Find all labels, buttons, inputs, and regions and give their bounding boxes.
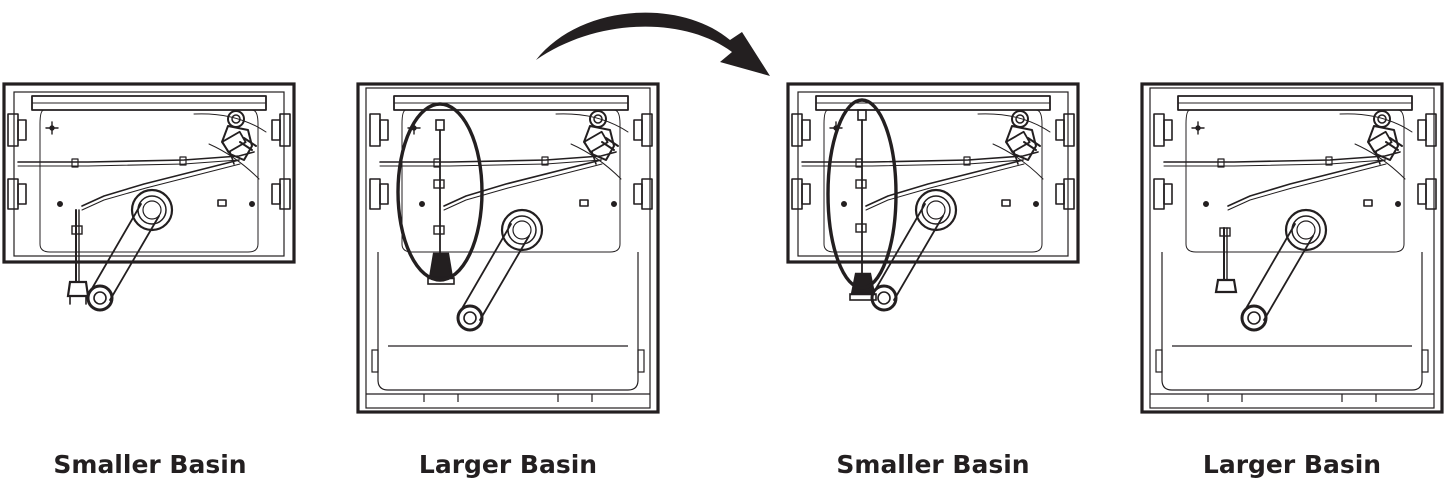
basin-panel-4 [1140, 82, 1444, 414]
panel-3-caption: Smaller Basin [836, 450, 1030, 479]
basin-panel-1 [2, 82, 296, 312]
highlight-ellipse [396, 102, 484, 282]
panel-1-caption: Smaller Basin [53, 450, 247, 479]
basin-panel-3 [786, 82, 1080, 312]
curved-arrow-icon [536, 12, 770, 76]
panel-2-caption: Larger Basin [418, 450, 598, 479]
basin-panel-2 [356, 82, 660, 414]
highlight-ellipse [826, 98, 898, 290]
panel-4-caption: Larger Basin [1202, 450, 1382, 479]
